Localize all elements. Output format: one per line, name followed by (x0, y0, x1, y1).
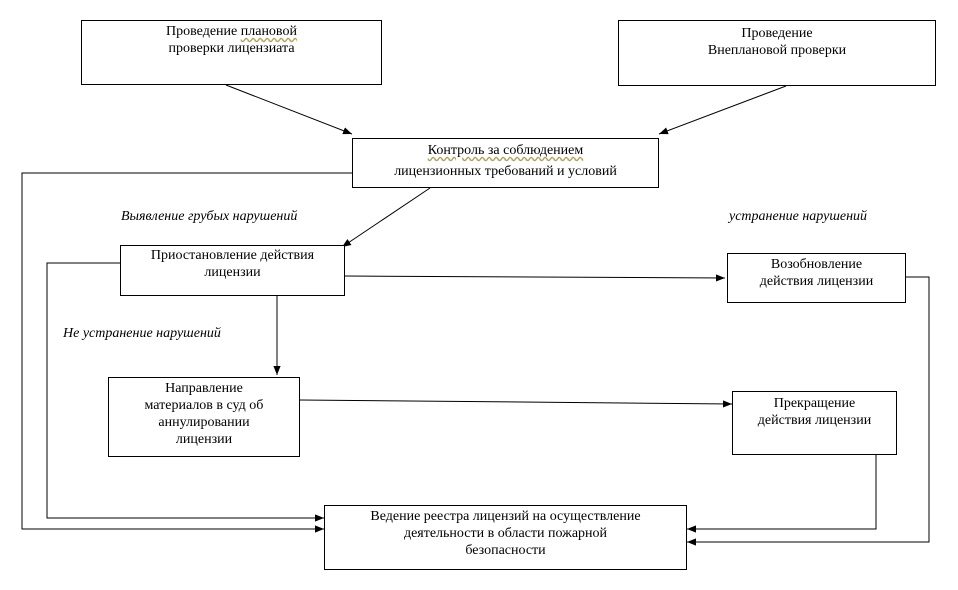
planned-inspection-line2: проверки лицензиата (168, 41, 295, 56)
box-license-control: Контроль за соблюдением лицензионных тре… (352, 138, 659, 188)
court-referral-line4: лицензии (175, 432, 233, 447)
label-violations-not-fixed: Не устранение нарушений (63, 326, 221, 341)
box-license-renewal: Возобновление действия лицензии (727, 253, 906, 303)
license-control-line1: Контроль за соблюдением (427, 143, 584, 158)
arrow-control-to-suspension (341, 187, 431, 248)
unplanned-inspection-line2: Внеплановой проверки (707, 43, 847, 58)
license-termination-line2: действия лицензии (757, 413, 872, 428)
license-registry-line2: деятельности в области пожарной (403, 526, 608, 541)
arrow-planned-to-control (225, 84, 353, 135)
license-termination-line1: Прекращение (773, 396, 856, 411)
arrow-termination-to-registry (687, 455, 877, 533)
label-violations-fixed: устранение нарушений (729, 209, 868, 224)
label-gross-violations: Выявление грубых нарушений (121, 209, 298, 224)
license-suspension-line1: Приостановление действия (150, 248, 315, 263)
box-planned-inspection: Проведение плановой проверки лицензиата (81, 20, 382, 85)
license-control-line2: лицензионных требований и условий (394, 164, 617, 179)
box-license-suspension: Приостановление действия лицензии (120, 245, 345, 296)
arrow-renewal-to-registry (687, 276, 930, 546)
arrow-control-to-registry (21, 172, 352, 533)
court-referral-line2: материалов в суд об (144, 398, 264, 413)
license-renewal-line1: Возобновление (770, 257, 863, 272)
arrow-suspension-to-registry (46, 262, 324, 522)
court-referral-line3: аннулировании (158, 415, 250, 430)
planned-inspection-line1: Проведение плановой (82, 23, 381, 40)
unplanned-inspection-line1: Проведение (741, 26, 813, 41)
license-suspension-line2: лицензии (204, 265, 261, 280)
arrow-unplanned-to-control (658, 85, 787, 135)
planned-inspection-wavy: плановой (240, 24, 297, 39)
box-court-referral: Направление материалов в суд об аннулиро… (108, 377, 300, 457)
box-license-registry: Ведение реестра лицензий на осуществлени… (324, 505, 687, 570)
planned-inspection-prefix: Проведение (166, 24, 241, 39)
license-registry-line3: безопасности (465, 543, 546, 558)
box-license-termination: Прекращение действия лицензии (732, 391, 897, 455)
license-renewal-line2: действия лицензии (759, 274, 874, 289)
arrow-suspension-to-renewal (344, 274, 726, 282)
license-registry-line1: Ведение реестра лицензий на осуществлени… (370, 509, 641, 524)
court-referral-line1: Направление (165, 381, 243, 396)
arrow-court-to-termination (299, 399, 733, 408)
box-unplanned-inspection: Проведение Внеплановой проверки (618, 20, 936, 86)
